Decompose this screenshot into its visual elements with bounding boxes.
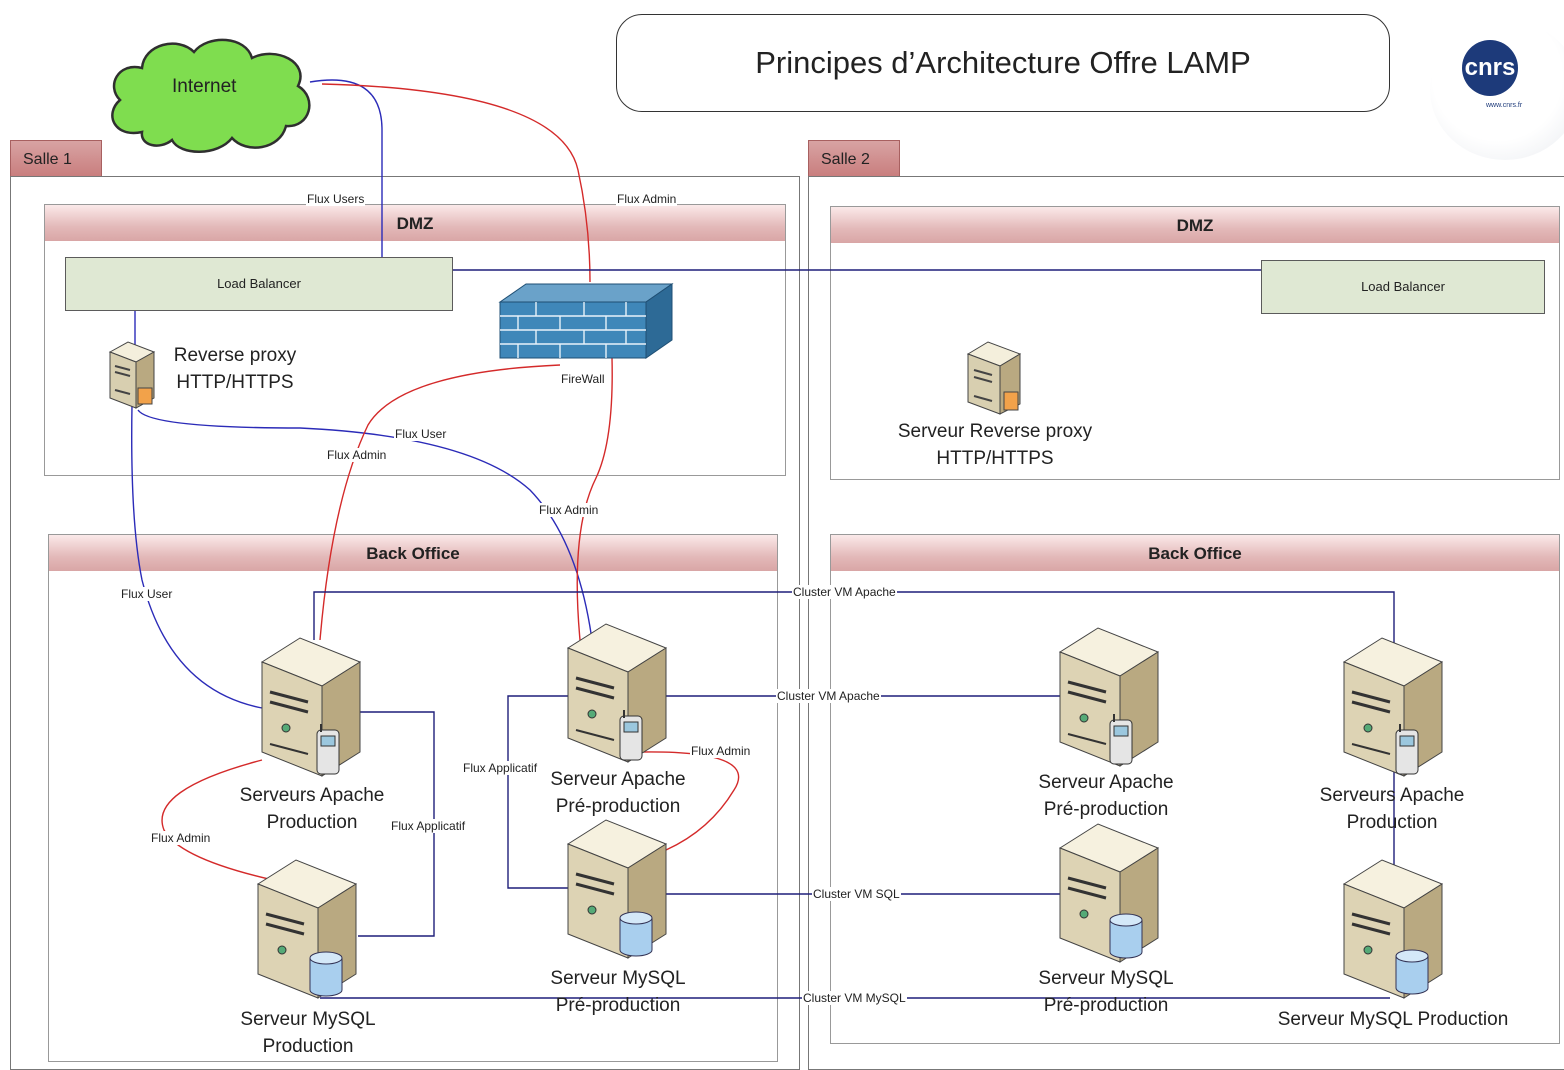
- salle-1-apache-prod-label: Serveurs Apache Production: [222, 782, 402, 836]
- cluster-vm-apache-label: Cluster VM Apache: [776, 689, 881, 703]
- salle-2-mysql-prod-label: Serveur MySQL Production: [1277, 1009, 1509, 1030]
- salle-1-reverse-proxy-line-2: HTTP/HTTPS: [176, 372, 294, 393]
- cnrs-logo-url: www.cnrs.fr: [1486, 102, 1523, 109]
- server-icon: [966, 341, 1022, 415]
- salle-1-tab: Salle 1: [10, 140, 102, 176]
- flux-admin-label: Flux Admin: [690, 744, 752, 758]
- salle-1-apache-preprod-label: Serveur Apache Pré-production: [530, 766, 706, 820]
- salle-2-mysql-preprod-label: Serveur MySQL Pré-production: [1018, 965, 1194, 1019]
- cloud-icon: [111, 38, 311, 153]
- database-icon: [619, 911, 653, 957]
- salle-2-load-balancer: Load Balancer: [1261, 260, 1545, 314]
- database-icon: [309, 951, 343, 997]
- mobile-phone-icon: [316, 724, 340, 775]
- flux-admin-firewall-to-preprod-line: [576, 357, 613, 641]
- salle-1-apache-prod-line-1: Serveurs Apache: [239, 785, 385, 806]
- salle-1-apache-prod-line-2: Production: [266, 812, 358, 833]
- flux-applicatif-preprod-line: [507, 695, 572, 889]
- cnrs-logo: cnrs www.cnrs.fr: [1430, 20, 1564, 160]
- flux-admin-prod-line: [161, 759, 283, 883]
- server-icon: [260, 637, 362, 777]
- salle-2-mysql-preprod-line-2: Pré-production: [1043, 995, 1169, 1016]
- flux-user-proxy-to-preprod-line: [137, 409, 593, 641]
- flux-admin-internet-line: [321, 83, 591, 283]
- internet-label: Internet: [172, 76, 237, 97]
- salle-1-load-balancer-label: Load Balancer: [217, 276, 301, 291]
- diagram-title: Principes d’Architecture Offre LAMP: [616, 14, 1390, 112]
- server-icon: [108, 341, 156, 409]
- salle-2-dmz-title: DMZ: [831, 207, 1559, 243]
- flux-admin-label: Flux Admin: [150, 831, 212, 845]
- flux-admin-label: Flux Admin: [326, 448, 388, 462]
- salle-2-tab: Salle 2: [808, 140, 900, 176]
- salle-2-dmz-zone: DMZ: [830, 206, 1560, 480]
- salle-1-dmz-title: DMZ: [45, 205, 785, 241]
- salle-1-mysql-prod-label: Serveur MySQL Production: [220, 1006, 396, 1060]
- server-icon: [566, 623, 668, 763]
- cluster-vm-mysql-label: Cluster VM MySQL: [802, 991, 907, 1005]
- cluster-vm-apache-top-line: [313, 591, 1395, 648]
- server-icon: [1058, 823, 1160, 963]
- salle-1-mysql-prod-line-1: Serveur MySQL: [240, 1009, 376, 1030]
- salle-2-apache-prod-line-2: Production: [1346, 812, 1438, 833]
- database-icon: [1109, 913, 1143, 959]
- cnrs-logo-mark: cnrs: [1462, 40, 1518, 96]
- salle-1-apache-preprod-line-1: Serveur Apache: [550, 769, 686, 790]
- salle-2-apache-prod-label: Serveurs Apache Production: [1302, 782, 1482, 836]
- salle-1-reverse-proxy-label: Reverse proxy HTTP/HTTPS: [160, 342, 310, 396]
- salle-1-reverse-proxy-line-1: Reverse proxy: [173, 345, 297, 366]
- salle-1-back-office-zone: Back Office: [48, 534, 778, 1062]
- flux-applicatif-label: Flux Applicatif: [390, 819, 467, 833]
- salle-1-mysql-preprod-line-1: Serveur MySQL: [550, 968, 686, 989]
- mobile-phone-icon: [1109, 714, 1133, 765]
- salle-1-load-balancer: Load Balancer: [65, 257, 453, 311]
- flux-user-label: Flux User: [394, 427, 448, 441]
- server-icon: [1058, 627, 1160, 767]
- salle-2-apache-preprod-line-1: Serveur Apache: [1038, 772, 1174, 793]
- salle-2-apache-preprod-label: Serveur Apache Pré-production: [1018, 769, 1194, 823]
- flux-admin-label: Flux Admin: [616, 192, 678, 206]
- cluster-vm-sql-label: Cluster VM SQL: [812, 887, 901, 901]
- salle-2-mysql-preprod-line-1: Serveur MySQL: [1038, 968, 1174, 989]
- firewall-label: FireWall: [561, 372, 605, 386]
- firewall-icon: [498, 283, 674, 359]
- salle-2-reverse-proxy-line-1: Serveur Reverse proxy: [897, 421, 1093, 442]
- salle-1-mysql-preprod-line-2: Pré-production: [555, 995, 681, 1016]
- diagram-title-text: Principes d’Architecture Offre LAMP: [755, 45, 1251, 80]
- salle-1-mysql-preprod-label: Serveur MySQL Pré-production: [530, 965, 706, 1019]
- salle-1-dmz-zone: DMZ: [44, 204, 786, 476]
- salle-2-apache-preprod-line-2: Pré-production: [1043, 799, 1169, 820]
- salle-2-reverse-proxy-label: Serveur Reverse proxy HTTP/HTTPS: [880, 418, 1110, 472]
- database-icon: [1395, 949, 1429, 995]
- flux-user-proxy-to-apache-line: [131, 404, 263, 709]
- mobile-phone-icon: [619, 710, 643, 761]
- salle-1-mysql-prod-line-2: Production: [262, 1036, 354, 1057]
- salle-2-back-office-zone: Back Office: [830, 534, 1560, 1044]
- flux-applicatif-label: Flux Applicatif: [462, 761, 539, 775]
- flux-admin-label: Flux Admin: [538, 503, 600, 517]
- salle-1-apache-preprod-line-2: Pré-production: [555, 796, 681, 817]
- mobile-phone-icon: [1395, 724, 1419, 775]
- salle-1-back-office-title: Back Office: [49, 535, 777, 571]
- cluster-vm-apache-label: Cluster VM Apache: [792, 585, 897, 599]
- flux-user-label: Flux User: [120, 587, 174, 601]
- salle-2-load-balancer-label: Load Balancer: [1361, 279, 1445, 294]
- salle-2-reverse-proxy-line-2: HTTP/HTTPS: [936, 448, 1054, 469]
- flux-users-line: [309, 79, 383, 258]
- flux-admin-firewall-to-apache-line: [319, 364, 561, 641]
- salle-2-back-office-title: Back Office: [831, 535, 1559, 571]
- flux-users-label: Flux Users: [306, 192, 366, 206]
- salle-2-apache-prod-line-1: Serveurs Apache: [1319, 785, 1465, 806]
